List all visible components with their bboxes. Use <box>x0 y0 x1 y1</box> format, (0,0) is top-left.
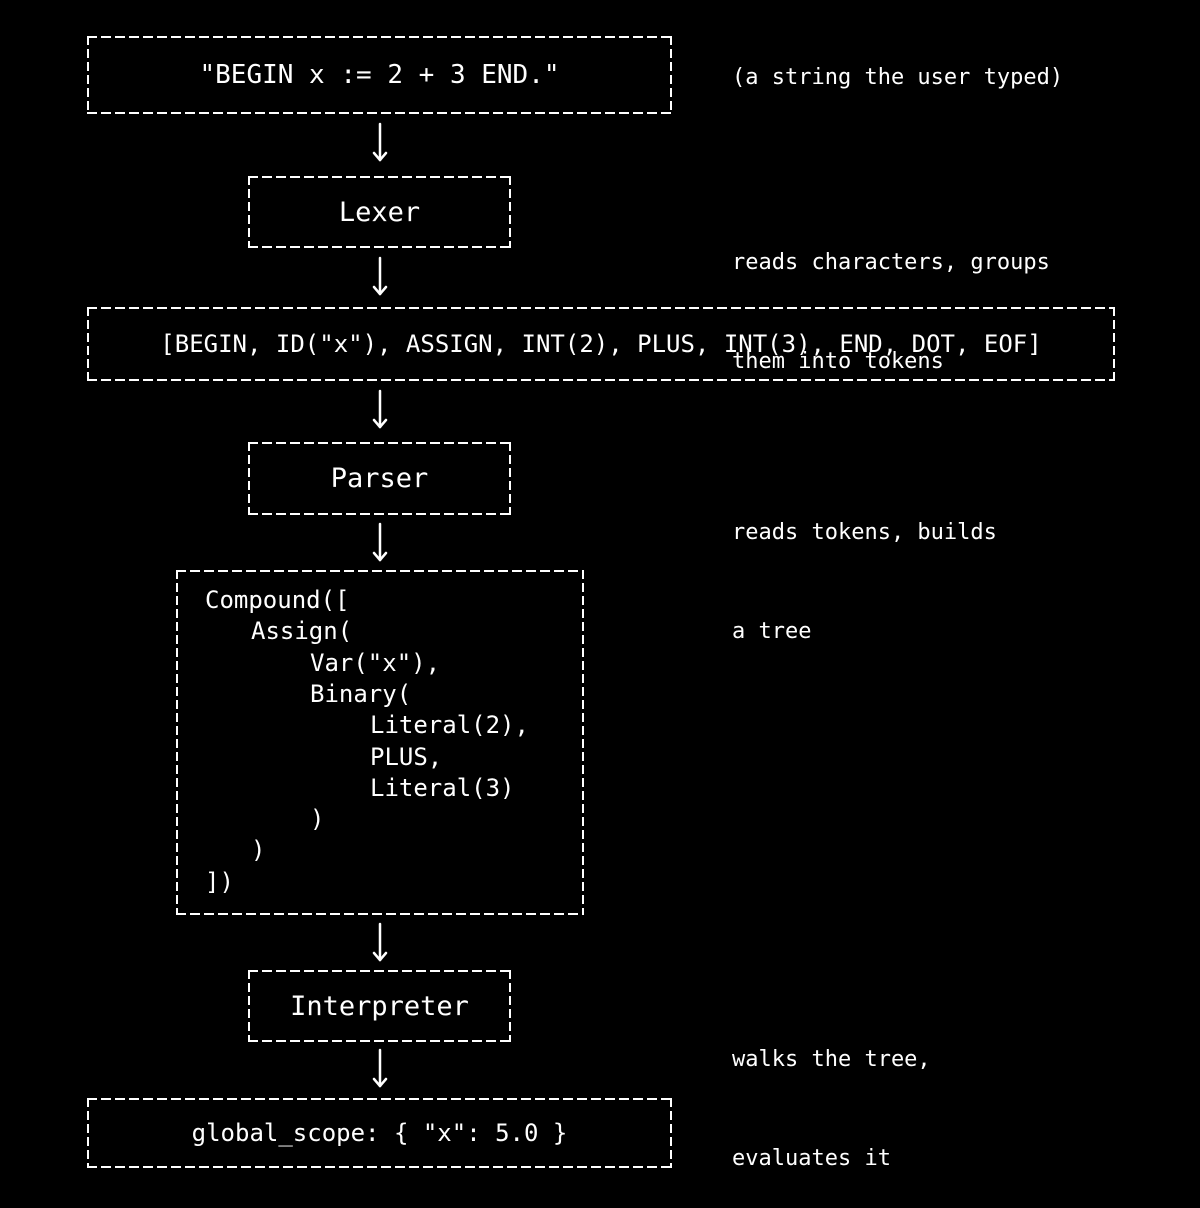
ast-box-frame <box>176 570 584 915</box>
tokens-box: [BEGIN, ID("x"), ASSIGN, INT(2), PLUS, I… <box>87 307 1115 381</box>
ast-line: Var("x"), <box>310 649 441 677</box>
down-arrow-icon <box>372 922 388 962</box>
down-arrow-icon <box>372 522 388 562</box>
result-text: global_scope: { "x": 5.0 } <box>191 1119 568 1147</box>
ast-line: PLUS, <box>370 743 443 771</box>
tokens-box-frame <box>87 307 1115 381</box>
ast-line: ) <box>251 836 266 864</box>
ast-box: Compound([ Assign( Var("x"), Binary( Lit… <box>176 570 584 915</box>
lexer-box-frame <box>248 176 511 248</box>
result-box-frame <box>87 1098 672 1168</box>
parser-box: Parser <box>248 442 511 515</box>
parser-note-line-1: reads tokens, builds <box>732 520 997 545</box>
input-string-box: "BEGIN x := 2 + 3 END." <box>87 36 672 114</box>
interpreter-box: Interpreter <box>248 970 511 1042</box>
parser-note: reads tokens, builds a tree <box>732 450 997 681</box>
down-arrow-icon <box>372 122 388 162</box>
lexer-note-line-2: them into tokens <box>732 349 944 374</box>
interpreter-note: walks the tree, evaluates it <box>732 977 931 1208</box>
down-arrow-icon <box>372 256 388 296</box>
parser-label: Parser <box>330 463 429 494</box>
down-arrow-icon <box>372 1048 388 1088</box>
result-box: global_scope: { "x": 5.0 } <box>87 1098 672 1168</box>
interpreter-label: Interpreter <box>290 990 469 1022</box>
input-string-text: "BEGIN x := 2 + 3 END." <box>199 60 560 90</box>
interpreter-note-line-1: walks the tree, <box>732 1047 931 1072</box>
parser-note-line-2: a tree <box>732 619 812 644</box>
ast-line: Literal(2), <box>370 711 529 739</box>
ast-line: Compound([ <box>205 586 350 614</box>
lexer-box: Lexer <box>248 176 511 248</box>
input-string-box-frame <box>87 36 672 114</box>
interpreter-note-line-2: evaluates it <box>732 1146 891 1171</box>
ast-line: Assign( <box>251 617 353 645</box>
ast-line: ]) <box>205 868 234 896</box>
parser-box-frame <box>248 442 511 515</box>
ast-line: ) <box>310 805 325 833</box>
ast-line: Literal(3) <box>370 774 515 802</box>
lexer-note-line-1: reads characters, groups <box>732 250 1050 275</box>
ast-line: Binary( <box>310 680 412 708</box>
down-arrow-icon <box>372 389 388 429</box>
tokens-text: [BEGIN, ID("x"), ASSIGN, INT(2), PLUS, I… <box>160 330 1042 358</box>
interpreter-box-frame <box>248 970 511 1042</box>
lexer-note: reads characters, groups them into token… <box>732 180 1050 411</box>
input-note: (a string the user typed) <box>732 65 1064 90</box>
lexer-label: Lexer <box>338 196 421 228</box>
ast-code: Compound([ Assign( Var("x"), Binary( Lit… <box>176 570 529 946</box>
